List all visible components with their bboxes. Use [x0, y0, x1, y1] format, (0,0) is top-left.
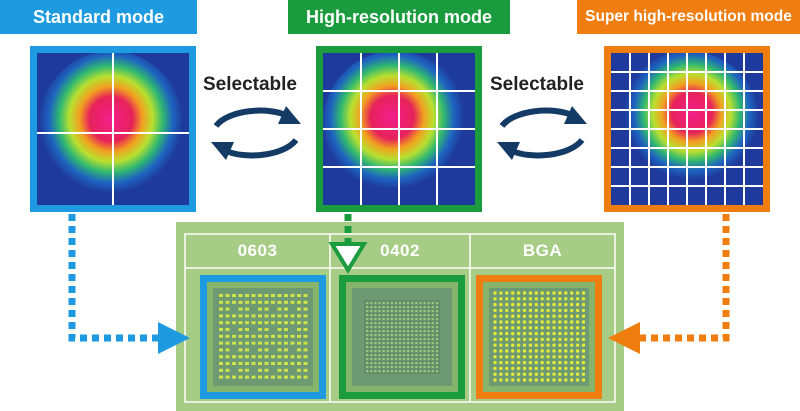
solder-pattern: [366, 302, 439, 373]
cycle-arrows-icon: [497, 106, 587, 160]
standard-mode-heatmap: [30, 46, 196, 212]
high-resolution-mode-label: High-resolution mode: [288, 0, 510, 34]
column-header-0603: 0603: [237, 241, 278, 260]
cycle-arrows-icon: [211, 106, 301, 160]
solder-pattern: [219, 294, 308, 379]
selectable-label-right: Selectable: [490, 74, 584, 95]
component-0402-image: [339, 275, 465, 399]
super-high-resolution-mode-label: Super high-resolution mode: [577, 0, 800, 34]
grid-lines: [323, 53, 475, 205]
selectable-label-left: Selectable: [203, 74, 297, 95]
column-header-0402: 0402: [380, 241, 420, 260]
high-resolution-mode-heatmap: [316, 46, 482, 212]
component-bga-image: [476, 275, 602, 399]
solder-pattern: [493, 291, 586, 382]
standard-mode-label: Standard mode: [0, 0, 197, 34]
column-header-bga: BGA: [522, 241, 563, 260]
component-0603-image: [200, 275, 326, 399]
grid-lines: [611, 53, 763, 205]
super-high-resolution-mode-heatmap: [604, 46, 770, 212]
